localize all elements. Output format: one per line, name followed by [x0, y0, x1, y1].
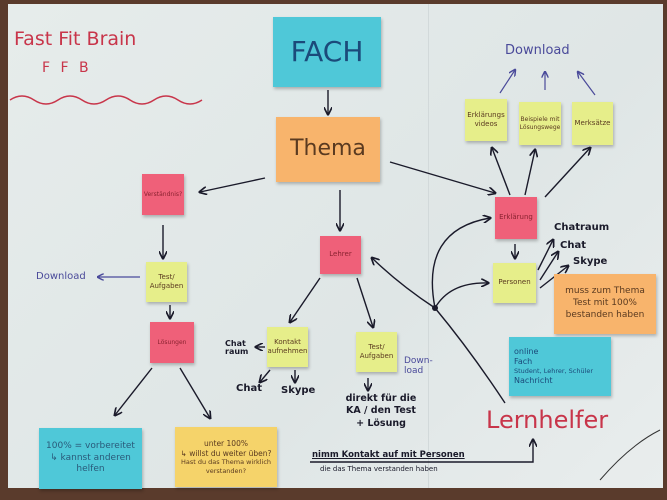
arrow-loesungen-100: [115, 367, 153, 415]
edge-tear: [599, 429, 661, 481]
online-line: Student, Lehrer, Schüler: [514, 367, 594, 376]
label-chat-left: Chat: [236, 383, 262, 394]
note-line: ↳ kannst anderen: [50, 452, 131, 463]
hub-dot: [432, 305, 438, 311]
arrow-lehrer-kontakt: [290, 277, 321, 322]
online-line: Fach: [514, 357, 533, 367]
note-line: helfen: [76, 464, 105, 475]
arrow-kontakt-lernhelfer: [310, 440, 533, 463]
note-kontakt: Kontakt aufnehmen: [267, 327, 308, 367]
arrow-erkl-beispiele: [524, 150, 535, 196]
line-hub-lernhelfer: [434, 307, 506, 404]
arrow-lehrer-test: [356, 277, 373, 327]
arrow-erkl-merksaetze: [544, 148, 590, 198]
note-line: unter 100%: [204, 438, 248, 448]
label-download-left: Download: [36, 271, 86, 282]
arrow-hub-personen: [434, 283, 488, 309]
arrow-hub-lehrer: [372, 258, 436, 309]
note-beispiele: Beispiele mit Lösungswege: [519, 102, 561, 145]
wavy-underline: [9, 95, 203, 105]
note-muss-test: muss zum Thema Test mit 100% bestanden h…: [554, 274, 656, 334]
note-unter-100: unter 100% ↳ willst du weiter üben? Hast…: [175, 427, 277, 487]
label-download-top: Download: [505, 43, 570, 58]
label-lernhelfer: Lernhelfer: [486, 406, 609, 434]
note-line: Hast du das Thema wirklich verstanden?: [180, 458, 272, 475]
sheet-seam: [428, 4, 429, 488]
online-line: Nachricht: [514, 375, 553, 385]
online-line: online: [514, 346, 539, 356]
note-line: ↳ willst du weiter üben?: [180, 448, 272, 458]
label-skype-right: Skype: [573, 256, 608, 267]
note-test-left: Test/ Aufgaben: [146, 262, 187, 302]
arrow-pers-chat: [539, 252, 558, 281]
poster-abbreviation: F F B: [42, 60, 92, 76]
note-loesungen: Lösungen: [150, 322, 194, 363]
arrow-videos-download: [499, 70, 515, 94]
note-test-center: Test/ Aufgaben: [356, 332, 397, 372]
label-kontakt-line1: nimm Kontakt auf mit Personen: [312, 450, 465, 460]
arrow-thema-erklaerung: [389, 161, 495, 193]
label-chatraum-right: Chatraum: [554, 222, 610, 233]
arrow-thema-verstaendnis: [200, 177, 266, 192]
arrow-hub-erklaerung: [431, 218, 490, 309]
arrow-kontakt-chat: [260, 369, 271, 382]
label-chatraum-left: Chat raum: [225, 339, 249, 356]
label-download-center: Down- load: [404, 356, 433, 376]
label-skype-left: Skype: [281, 385, 316, 396]
note-line: 100% = vorbereitet: [46, 440, 135, 451]
label-direkt: direkt für die KA / den Test + Lösung: [345, 393, 417, 429]
note-merksaetze: Merksätze: [572, 102, 613, 145]
note-online: online Fach Student, Lehrer, Schüler Nac…: [509, 337, 611, 396]
note-erklaerung: Erklärung: [495, 197, 537, 239]
label-kontakt-line2: die das Thema verstanden haben: [320, 465, 438, 473]
note-erklaerungsvideos: Erklärungs videos: [465, 99, 507, 141]
note-fach: FACH: [273, 17, 381, 87]
note-100-prozent: 100% = vorbereitet ↳ kannst anderen helf…: [39, 428, 142, 489]
arrow-erkl-videos: [492, 148, 511, 196]
note-thema: Thema: [276, 117, 380, 182]
label-chat-right: Chat: [560, 240, 586, 251]
arrow-merk-download: [578, 72, 596, 96]
note-lehrer: Lehrer: [320, 236, 361, 274]
note-verstaendnis: Verständnis?: [142, 174, 184, 215]
poster-title: Fast Fit Brain: [14, 28, 137, 50]
arrow-pers-chatraum: [537, 240, 553, 271]
arrow-loesungen-unter: [179, 367, 210, 418]
note-personen: Personen: [493, 263, 536, 303]
